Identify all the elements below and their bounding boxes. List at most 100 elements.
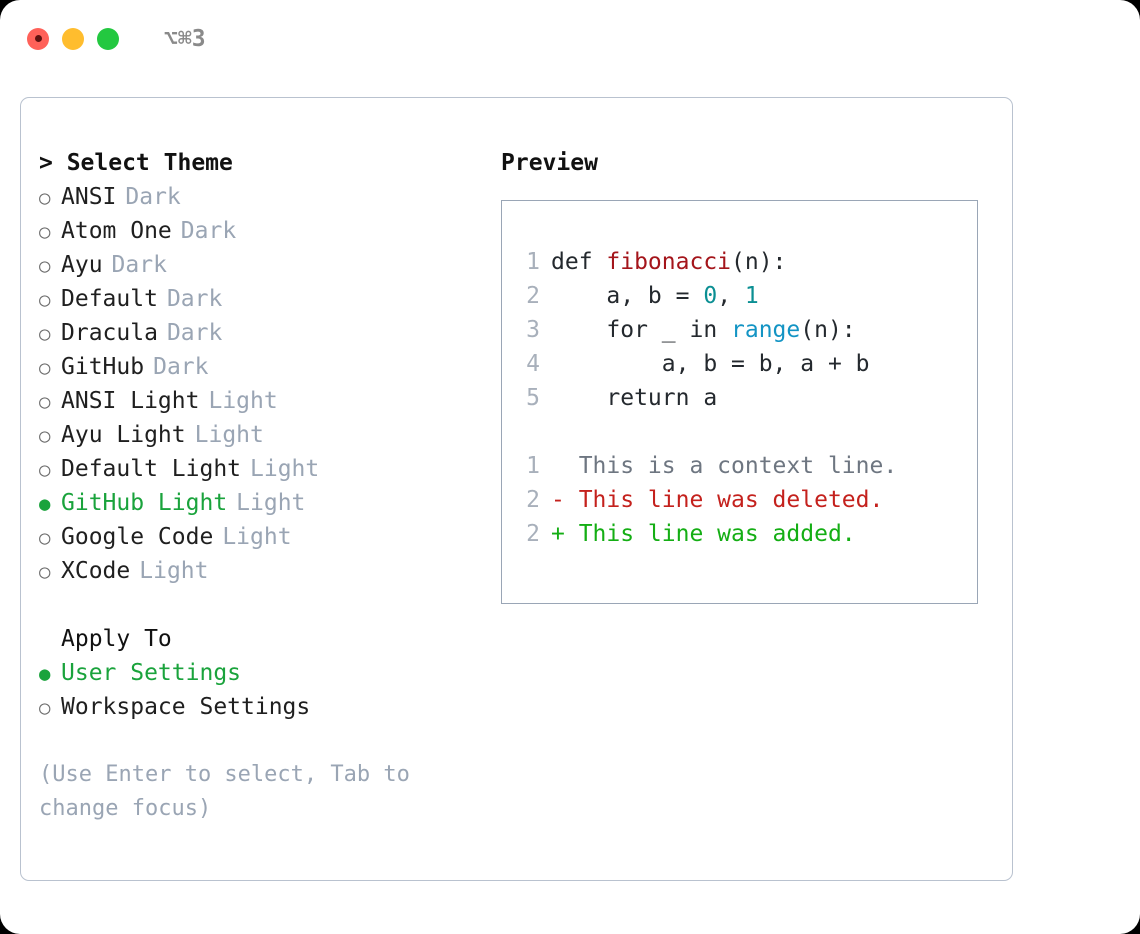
code-token: for _ in [551, 317, 732, 343]
theme-option[interactable]: ○ Google Code Light [39, 520, 479, 554]
code-token: range [731, 317, 801, 343]
code-token: def [551, 249, 607, 275]
close-button[interactable] [27, 27, 49, 50]
line-number: 1 [526, 453, 540, 479]
window-controls [27, 27, 119, 50]
theme-variant-tag: Light [208, 388, 278, 414]
radio-selected-icon: ● [39, 493, 51, 515]
theme-option-label: ANSI Light [61, 388, 200, 414]
radio-selected-icon: ● [39, 663, 51, 685]
theme-option-label: GitHub [61, 354, 145, 380]
theme-variant-tag: Light [139, 558, 209, 584]
minimize-button[interactable] [62, 27, 84, 50]
radio-unselected-icon: ○ [39, 697, 51, 719]
code-token: fibonacci [606, 249, 732, 275]
line-number: 5 [526, 385, 540, 411]
apply-to-section: Apply To ● User Settings ○ Workspace Settin… [39, 622, 479, 724]
apply-to-option[interactable]: ● User Settings [39, 656, 479, 690]
apply-to-heading: Apply To [61, 626, 172, 652]
theme-option[interactable]: ○ ANSI Light Light [39, 384, 479, 418]
theme-option-label: Dracula [61, 320, 158, 346]
radio-unselected-icon: ○ [39, 255, 51, 277]
theme-option-label: ANSI [61, 184, 117, 210]
theme-variant-tag: Dark [166, 320, 223, 346]
code-line: 5 return a [502, 381, 977, 415]
select-theme-heading: > Select Theme [39, 150, 233, 176]
theme-variant-tag: Dark [125, 184, 181, 210]
theme-option[interactable]: ● GitHub Light Light [39, 486, 479, 520]
code-token: return a [551, 385, 718, 411]
theme-option-label: Ayu Light [61, 422, 186, 448]
radio-unselected-icon: ○ [39, 221, 51, 243]
diff-line: 2 - This line was deleted. [502, 483, 977, 517]
diff-sample: 1 This is a context line. 2 - This line wa… [502, 449, 977, 551]
maximize-button[interactable] [97, 27, 119, 50]
theme-option[interactable]: ○ Dracula Dark [39, 316, 479, 350]
theme-option-label: GitHub Light [61, 490, 228, 516]
radio-unselected-icon: ○ [39, 425, 51, 447]
theme-variant-tag: Light [222, 524, 292, 550]
apply-to-option[interactable]: ○ Workspace Settings [39, 690, 479, 724]
code-line: 2 a, b = 0, 1 [502, 279, 977, 313]
theme-option-label: XCode [61, 558, 131, 584]
radio-unselected-icon: ○ [39, 323, 51, 345]
preview-heading: Preview [501, 150, 598, 176]
theme-variant-tag: Light [250, 456, 320, 482]
code-token: , [717, 283, 745, 309]
code-token: This is a context line. [551, 453, 898, 479]
line-number: 2 [526, 487, 540, 513]
code-line: 3 for _ in range(n): [502, 313, 977, 347]
code-line: 4 a, b = b, a + b [502, 347, 977, 381]
code-token: (n): [800, 317, 856, 343]
theme-option-label: Default Light [61, 456, 242, 482]
theme-variant-tag: Dark [111, 252, 167, 278]
line-number: 4 [526, 351, 540, 377]
code-line: 1 def fibonacci(n): [502, 245, 977, 279]
code-token: - This line was deleted. [551, 487, 884, 513]
code-token: a, b = [551, 283, 704, 309]
apply-to-option-label: Workspace Settings [61, 694, 311, 720]
radio-unselected-icon: ○ [39, 527, 51, 549]
theme-option[interactable]: ○ Default Light Light [39, 452, 479, 486]
code-token: + This line was added. [551, 521, 856, 547]
title-bar: ⌥⌘3 [0, 0, 1140, 77]
apply-to-option-label: User Settings [61, 660, 242, 686]
radio-unselected-icon: ○ [39, 561, 51, 583]
theme-option[interactable]: ○ ANSI Dark [39, 180, 479, 214]
theme-variant-tag: Light [236, 490, 306, 516]
line-number: 1 [526, 249, 540, 275]
theme-option[interactable]: ○ GitHub Dark [39, 350, 479, 384]
spacer [502, 415, 977, 449]
radio-unselected-icon: ○ [39, 459, 51, 481]
apply-to-list[interactable]: ● User Settings ○ Workspace Settings [39, 656, 479, 724]
keyboard-shortcut-label: ⌥⌘3 [164, 25, 206, 52]
radio-unselected-icon: ○ [39, 187, 51, 209]
line-number: 2 [526, 283, 540, 309]
code-token: 0 [703, 283, 718, 309]
keyboard-hint-text: (Use Enter to select, Tab to change focu… [39, 762, 410, 821]
theme-option[interactable]: ○ XCode Light [39, 554, 479, 588]
theme-option-label: Ayu [61, 252, 103, 278]
line-number: 2 [526, 521, 540, 547]
theme-option-label: Atom One [61, 218, 172, 244]
line-number: 3 [526, 317, 540, 343]
theme-variant-tag: Dark [166, 286, 223, 312]
diff-line: 1 This is a context line. [502, 449, 977, 483]
theme-variant-tag: Dark [153, 354, 209, 380]
radio-unselected-icon: ○ [39, 357, 51, 379]
code-token: a, b = b, a + b [551, 351, 870, 377]
radio-unselected-icon: ○ [39, 391, 51, 413]
theme-option[interactable]: ○ Ayu Dark [39, 248, 479, 282]
theme-option-label: Google Code [61, 524, 214, 550]
code-token: (n): [731, 249, 787, 275]
